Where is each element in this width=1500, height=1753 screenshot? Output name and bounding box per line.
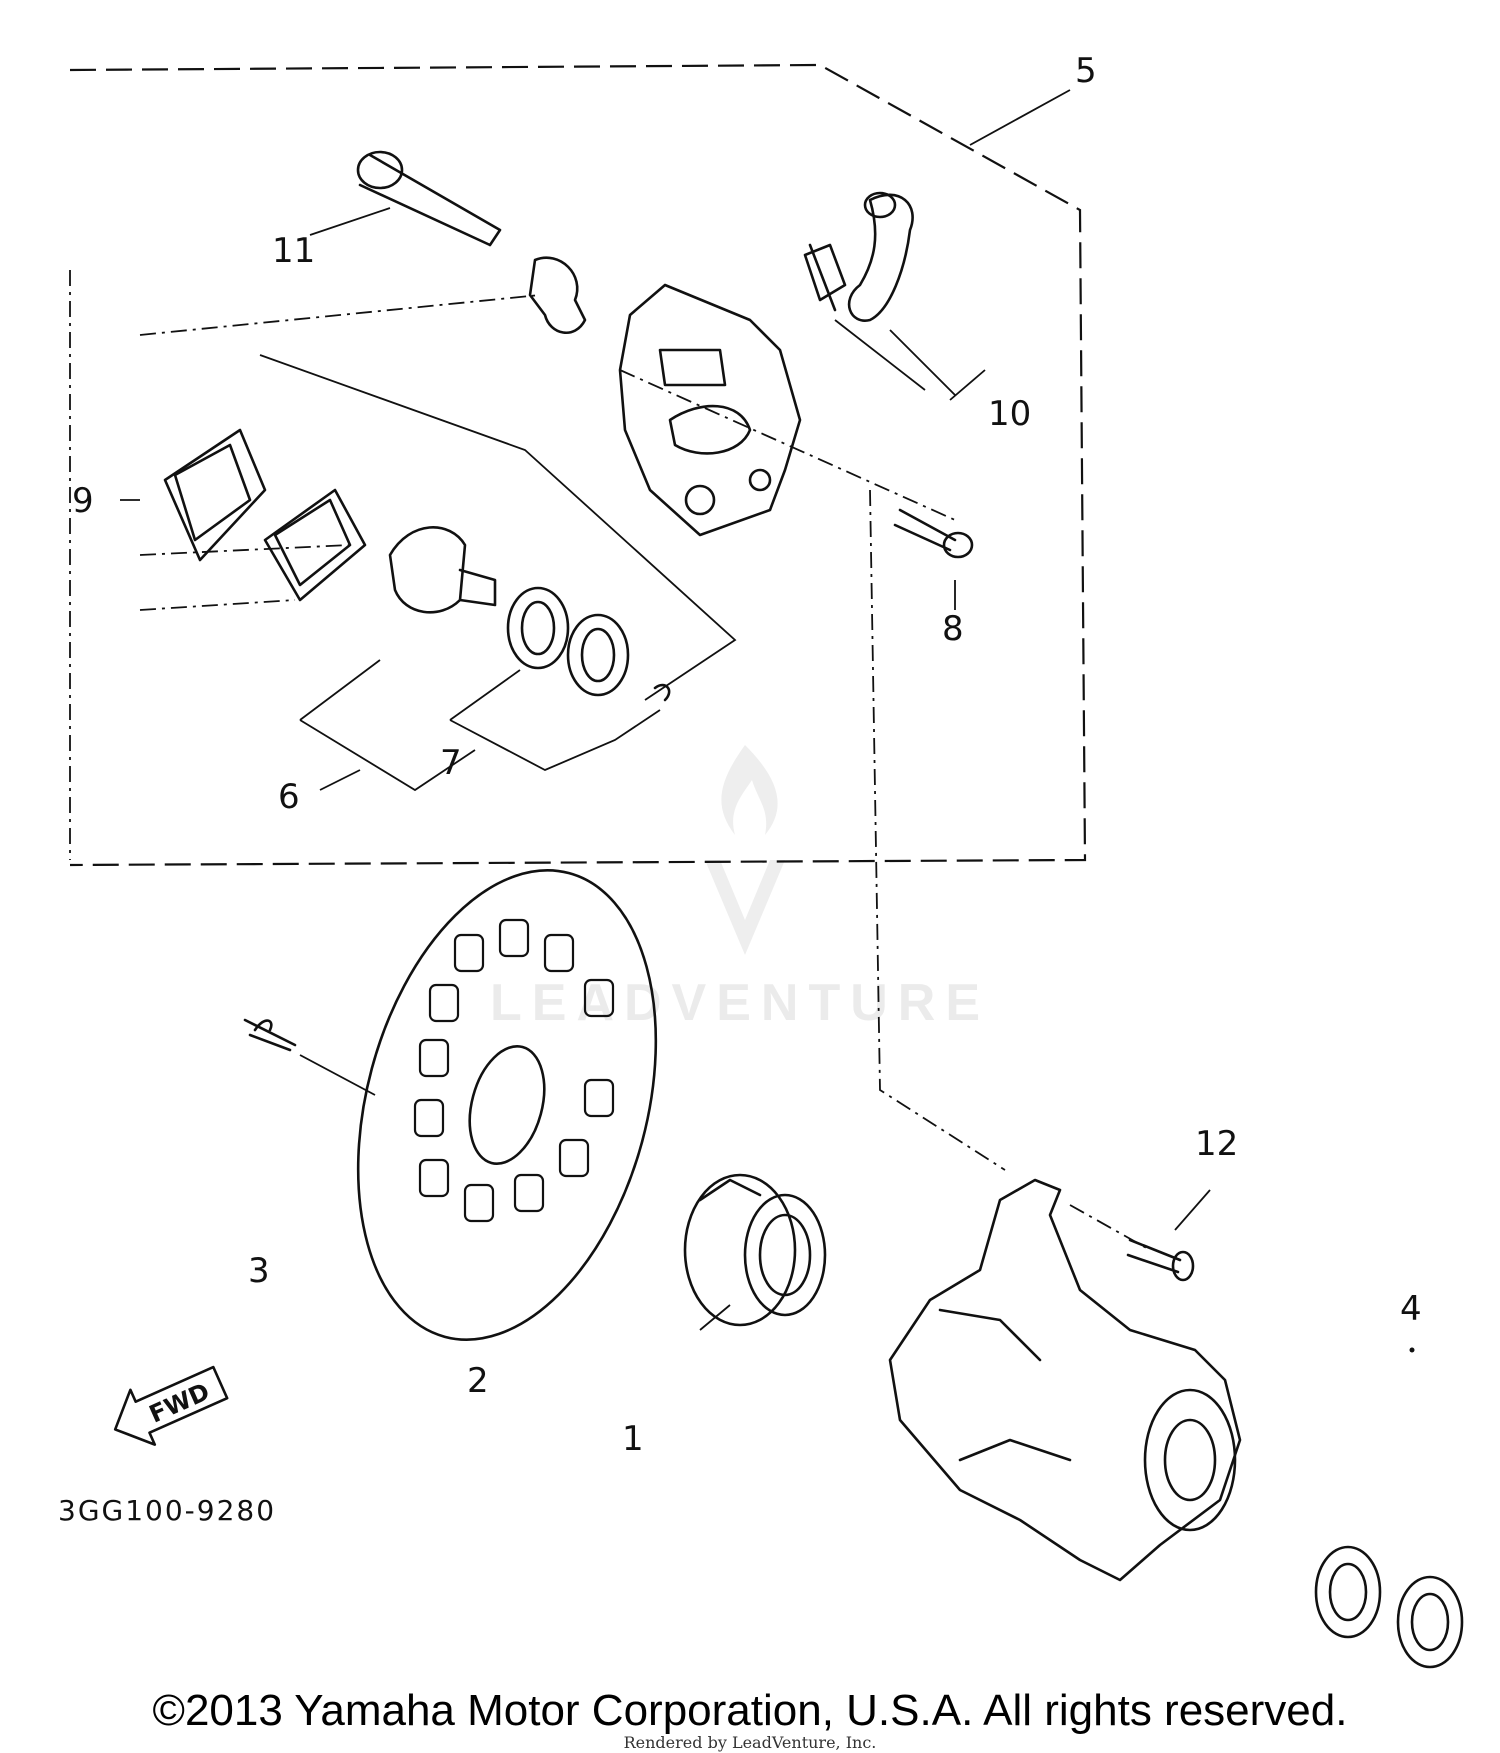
- leader-4-dot: [1409, 1347, 1415, 1353]
- fwd-label: FWD: [145, 1377, 214, 1428]
- callout-6: 6: [278, 777, 300, 817]
- axis-line-lower: [139, 599, 296, 611]
- caliper-bolt: [893, 508, 974, 559]
- brake-disc: [356, 869, 658, 1341]
- axis-line-mid: [139, 544, 351, 556]
- callout-10: 10: [988, 394, 1031, 434]
- brake-pads: [163, 428, 367, 602]
- leader-disc-bolt: [299, 1054, 376, 1096]
- copyright-notice: ©2013 Yamaha Motor Corporation, U.S.A. A…: [152, 1686, 1348, 1735]
- axis-line-mount: [869, 489, 1006, 1171]
- bracket-10: [834, 319, 956, 396]
- forward-arrow: FWD: [113, 1365, 229, 1446]
- rendered-by-credit: Rendered by LeadVenture, Inc.: [623, 1733, 877, 1752]
- callout-8: 8: [942, 609, 964, 649]
- disc-bolt: [243, 1018, 297, 1052]
- callout-9: 9: [72, 481, 94, 521]
- leader-1: [699, 1304, 731, 1331]
- caliper-assembly-boundary: [69, 63, 1087, 867]
- leader-11: [309, 207, 391, 236]
- knuckle-housing: [888, 1178, 1242, 1582]
- callout-7: 7: [440, 743, 462, 783]
- mount-bolt: [1126, 1238, 1195, 1282]
- caliper-pin: [356, 150, 502, 247]
- caliper-body: [618, 283, 802, 537]
- callout-5: 5: [1075, 51, 1097, 91]
- callout-4: 4: [1400, 1289, 1422, 1329]
- leader-5: [969, 89, 1071, 146]
- wheel-hub: [683, 1173, 827, 1327]
- callout-2: 2: [467, 1361, 489, 1401]
- pin-bracket: [528, 256, 587, 335]
- bleed-fitting: [803, 191, 914, 322]
- leader-10: [949, 369, 986, 401]
- leader-12: [1174, 1189, 1211, 1231]
- leader-6: [319, 769, 361, 791]
- callout-12: 12: [1195, 1124, 1238, 1164]
- axis-line-bolt8: [619, 369, 956, 521]
- callout-1: 1: [622, 1419, 644, 1459]
- axis-line-upper: [139, 294, 541, 336]
- bracket-6-7: [259, 354, 737, 792]
- watermark-logo: LEADVENTURE: [490, 745, 990, 1032]
- piston-seals: [506, 586, 671, 702]
- caliper-piston: [388, 526, 497, 614]
- diagram-part-number: 3GG100-9280: [58, 1494, 276, 1527]
- callout-11: 11: [272, 231, 315, 271]
- watermark-text: LEADVENTURE: [490, 974, 990, 1032]
- wheel-bearings: [1314, 1545, 1464, 1669]
- callout-3: 3: [248, 1251, 270, 1291]
